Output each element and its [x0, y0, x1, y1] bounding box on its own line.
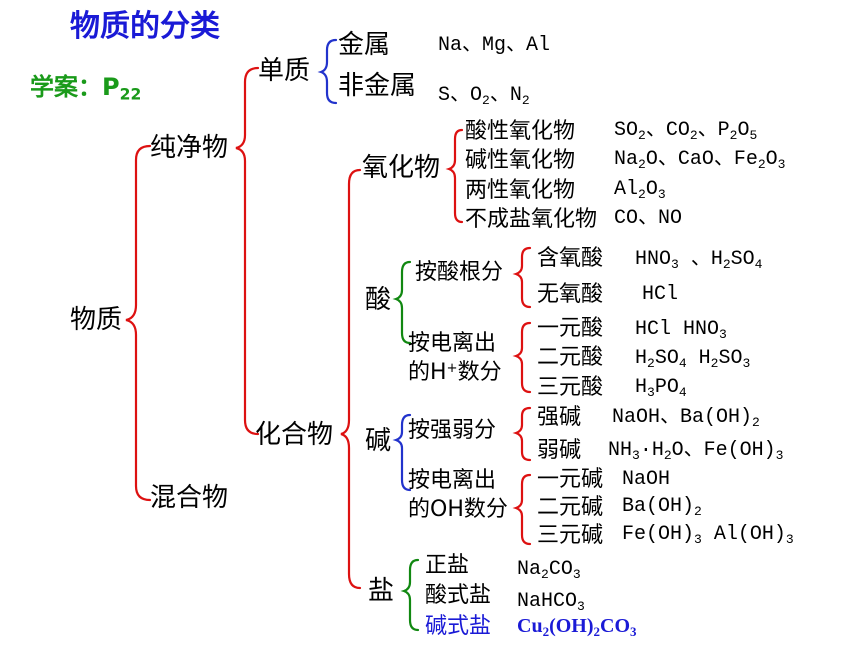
base-weak-examples: NH3·H2O、Fe(OH)3: [608, 439, 784, 463]
nonmetal-examples: S、O2、N2: [438, 84, 530, 108]
salt-normal-examples: Na2CO3: [517, 558, 581, 582]
node-metal: 金属: [338, 30, 391, 60]
acid-by-h-line1: 按电离出: [408, 331, 497, 356]
base-mono-examples: NaOH: [622, 468, 671, 491]
oxide-acidic: 酸性氧化物: [465, 119, 576, 144]
acid-di-examples: H2SO4 H2SO3: [635, 347, 751, 371]
acid-oxy: 含氧酸: [537, 246, 604, 271]
oxide-amphoteric-examples: Al2O3: [614, 178, 666, 202]
acid-mono: 一元酸: [537, 316, 604, 341]
acid-mono-examples: HCl HNO3: [635, 318, 727, 342]
base-di-examples: Ba(OH)2: [622, 495, 702, 519]
acid-di: 二元酸: [537, 345, 604, 370]
lesson-reference: 学案：P22: [30, 73, 142, 104]
acid-oxy-examples: HNO3 、H2SO4: [635, 248, 763, 272]
bracket-salt: [400, 558, 420, 632]
node-salt: 盐: [368, 576, 395, 606]
base-by-oh-line2: 的OH数分: [408, 497, 508, 522]
salt-acidic: 酸式盐: [425, 583, 492, 608]
salt-acidic-examples: NaHCO3: [517, 590, 585, 614]
oxide-nonsalt-examples: CO、NO: [614, 207, 683, 230]
node-base: 碱: [365, 426, 392, 456]
node-pure: 纯净物: [150, 133, 229, 163]
oxide-amphoteric: 两性氧化物: [465, 178, 576, 203]
metal-examples: Na、Mg、Al: [438, 34, 551, 57]
salt-basic: 碱式盐: [425, 614, 492, 639]
oxide-basic-examples: Na2O、CaO、Fe2O3: [614, 148, 786, 172]
oxide-basic: 碱性氧化物: [465, 148, 576, 173]
bracket-acid: [392, 260, 412, 345]
base-tri-examples: Fe(OH)3 Al(OH)3: [622, 523, 794, 547]
lesson-page: P22: [102, 73, 142, 104]
bracket-acid-h: [512, 321, 532, 394]
salt-normal: 正盐: [425, 553, 470, 578]
acid-by-root: 按酸根分: [415, 260, 504, 285]
node-nonmetal: 非金属: [338, 71, 417, 101]
base-strong: 强碱: [537, 405, 582, 430]
base-di: 二元碱: [537, 495, 604, 520]
oxide-nonsalt: 不成盐氧化物: [465, 207, 598, 232]
node-element: 单质: [258, 56, 311, 86]
base-weak: 弱碱: [537, 438, 582, 463]
acid-nonoxy-examples: HCl: [642, 283, 679, 306]
bracket-oxide: [445, 128, 464, 224]
bracket-root: [125, 144, 152, 502]
acid-tri: 三元酸: [537, 375, 604, 400]
node-root: 物质: [70, 305, 123, 335]
bracket-base: [392, 413, 412, 492]
bracket-pure: [235, 66, 260, 436]
bracket-element: [317, 38, 338, 105]
oxide-acidic-examples: SO2、CO2、P2O5: [614, 119, 758, 143]
node-oxide: 氧化物: [362, 153, 441, 183]
base-mono: 一元碱: [537, 467, 604, 492]
lesson-label: 学案：: [30, 73, 102, 101]
base-by-oh-line1: 按电离出: [408, 468, 497, 493]
node-acid: 酸: [365, 285, 392, 315]
bracket-compound: [340, 168, 362, 590]
base-strong-examples: NaOH、Ba(OH)2: [612, 406, 760, 430]
bracket-base-oh: [512, 473, 532, 546]
node-mixture: 混合物: [150, 483, 229, 513]
node-compound: 化合物: [255, 420, 334, 450]
acid-tri-examples: H3PO4: [635, 376, 687, 400]
salt-basic-examples: Cu2(OH)2CO3: [517, 615, 637, 639]
acid-by-h-line2: 的H+数分: [408, 360, 502, 385]
acid-nonoxy: 无氧酸: [537, 282, 604, 307]
bracket-acid-root: [512, 246, 532, 309]
page-title: 物质的分类: [70, 9, 220, 44]
base-by-strength: 按强弱分: [408, 418, 497, 443]
base-tri: 三元碱: [537, 523, 604, 548]
bracket-base-strength: [512, 406, 532, 462]
